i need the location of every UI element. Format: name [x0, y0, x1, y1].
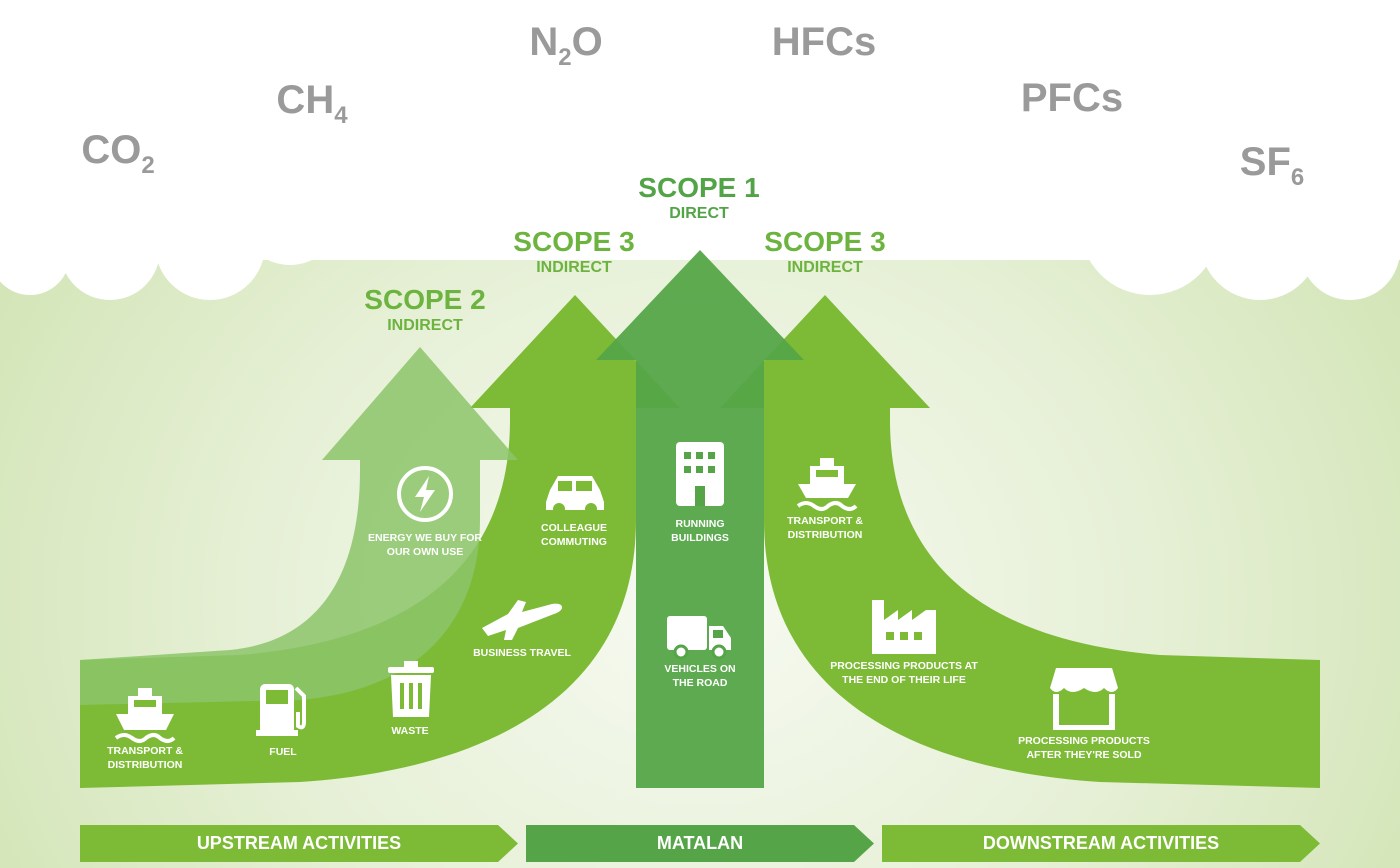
gas-label: SF	[1239, 140, 1291, 184]
label-line: TRANSPORT &	[107, 745, 183, 757]
label-line: WASTE	[391, 725, 429, 737]
label-transport-upstream: TRANSPORT & DISTRIBUTION	[107, 744, 183, 772]
label-after-sold: PROCESSING PRODUCTS AFTER THEY'RE SOLD	[1018, 734, 1150, 762]
scope-title: SCOPE 3	[764, 226, 886, 257]
scope-subtitle: INDIRECT	[787, 259, 863, 276]
label-energy: ENERGY WE BUY FOR OUR OWN USE	[368, 531, 482, 559]
factory-icon	[872, 600, 936, 654]
label-commuting: COLLEAGUE COMMUTING	[541, 521, 607, 549]
scope-title: SCOPE 3	[513, 226, 635, 257]
label-transport-downstream: TRANSPORT & DISTRIBUTION	[787, 514, 863, 542]
car-icon	[546, 476, 604, 515]
label-line: COMMUTING	[541, 536, 607, 548]
scope2-heading: SCOPE 2 INDIRECT	[364, 286, 485, 334]
scope2-arrow	[80, 347, 518, 705]
scope3-right-heading: SCOPE 3 INDIRECT	[764, 228, 885, 276]
fuel-pump-icon	[256, 684, 306, 736]
scope1-arrow	[596, 250, 804, 788]
ship-icon	[796, 458, 858, 511]
gas-n2o: N2O	[529, 20, 602, 72]
label-line: COLLEAGUE	[541, 522, 607, 534]
upstream-activities-bar: UPSTREAM ACTIVITIES	[80, 825, 518, 862]
label-line: FUEL	[269, 746, 297, 758]
scope-subtitle: INDIRECT	[536, 259, 612, 276]
gas-pfcs: PFCs	[1021, 76, 1123, 121]
label-end-of-life: PROCESSING PRODUCTS AT THE END OF THEIR L…	[830, 659, 978, 687]
label-line: PROCESSING PRODUCTS	[1018, 735, 1150, 747]
gas-subscript: 2	[141, 152, 155, 179]
label-buildings: RUNNING BUILDINGS	[671, 517, 729, 545]
scope-title: SCOPE 2	[364, 284, 486, 315]
gas-label: PFCs	[1020, 76, 1124, 120]
scope-subtitle: DIRECT	[669, 205, 729, 222]
matalan-bar: MATALAN	[526, 825, 874, 862]
gas-label: CO	[81, 128, 142, 172]
label-line: THE END OF THEIR LIFE	[842, 674, 966, 686]
label-line: BUSINESS TRAVEL	[473, 647, 571, 659]
downstream-activities-bar: DOWNSTREAM ACTIVITIES	[882, 825, 1320, 862]
label-line: BUILDINGS	[671, 532, 729, 544]
truck-icon	[667, 616, 731, 660]
label-line: RUNNING	[675, 518, 725, 530]
gas-ch4: CH4	[276, 78, 347, 130]
label-business-travel: BUSINESS TRAVEL	[473, 646, 571, 660]
cloud	[0, 0, 1400, 300]
label-line: DISTRIBUTION	[107, 759, 183, 771]
gas-hfcs: HFCs	[772, 20, 876, 65]
scope3-left-heading: SCOPE 3 INDIRECT	[513, 228, 634, 276]
label-line: OUR OWN USE	[386, 546, 464, 558]
airplane-icon	[482, 600, 563, 640]
label-waste: WASTE	[391, 724, 428, 738]
label-line: TRANSPORT &	[787, 515, 863, 527]
gas-label-tail: O	[571, 20, 603, 64]
label-line: ENERGY WE BUY FOR	[368, 532, 482, 544]
trash-bin-icon	[388, 661, 434, 717]
label-line: AFTER THEY'RE SOLD	[1026, 749, 1142, 761]
shop-icon	[1050, 668, 1118, 730]
ship-icon	[114, 688, 176, 743]
gas-label: N	[529, 20, 559, 64]
label-line: VEHICLES ON	[664, 663, 736, 675]
lightning-icon	[397, 466, 453, 522]
scope-title: SCOPE 1	[638, 172, 760, 203]
gas-subscript: 4	[334, 102, 348, 129]
label-line: PROCESSING PRODUCTS AT	[830, 660, 978, 672]
building-icon	[676, 442, 724, 506]
gas-subscript: 6	[1290, 164, 1305, 191]
gas-co2: CO2	[81, 128, 154, 180]
scope-subtitle: INDIRECT	[387, 317, 463, 334]
label-fuel: FUEL	[269, 745, 296, 759]
label-vehicles: VEHICLES ON THE ROAD	[664, 662, 735, 690]
label-line: THE ROAD	[672, 677, 728, 689]
scope3-right-arrow	[720, 295, 1320, 788]
gas-sf6: SF6	[1240, 140, 1304, 192]
label-line: DISTRIBUTION	[787, 529, 863, 541]
scope1-heading: SCOPE 1 DIRECT	[638, 174, 759, 222]
gas-label: HFCs	[771, 20, 877, 64]
gas-label: CH	[276, 78, 335, 122]
gas-subscript: 2	[558, 44, 572, 71]
